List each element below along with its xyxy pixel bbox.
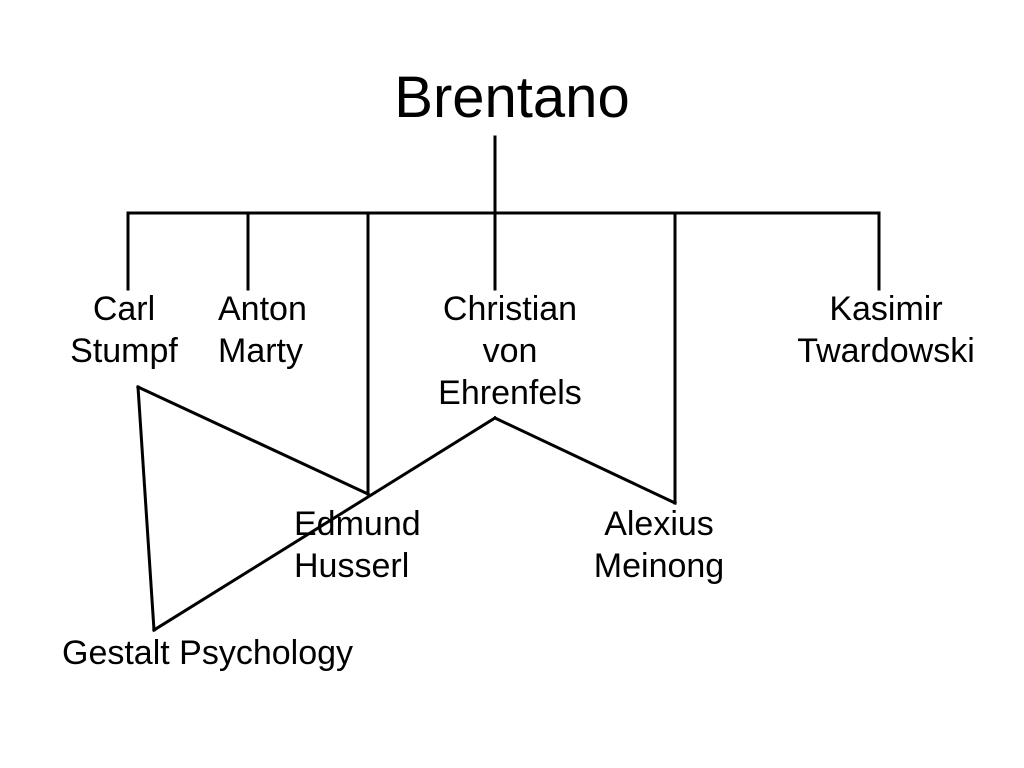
node-label-line: Stumpf — [70, 332, 178, 370]
node-label-line: Gestalt Psychology — [62, 634, 354, 672]
edge-stumpf-gestalt — [136, 385, 156, 632]
node-brentano: Brentano — [362, 64, 662, 132]
node-kasimir-twardowski: Kasimir Twardowski — [776, 288, 996, 372]
node-brentano-label: Brentano — [394, 65, 630, 130]
node-anton-marty: Anton Marty — [218, 288, 328, 372]
node-label-line: Kasimir — [829, 290, 943, 328]
node-gestalt-psychology: Gestalt Psychology — [62, 632, 422, 674]
node-label-line: Anton — [218, 290, 307, 328]
node-label-line: Marty — [218, 332, 303, 370]
node-christian-von-ehrenfels: Christian von Ehrenfels — [404, 288, 616, 414]
node-label-line: Alexius — [604, 505, 714, 543]
node-label-line: Carl — [92, 290, 156, 328]
node-label-line: Christian — [442, 290, 578, 328]
node-label-line: Twardowski — [797, 332, 975, 370]
edge-ehrenfels-gestalt — [151, 415, 498, 633]
node-alexius-meinong: Alexius Meinong — [572, 503, 746, 587]
node-label-line: Ehrenfels — [438, 374, 582, 412]
node-carl-stumpf: Carl Stumpf — [54, 288, 194, 372]
node-label-line: Edmund — [294, 505, 421, 543]
node-edmund-husserl: Edmund Husserl — [294, 503, 464, 587]
edge-ehrenfels-meinong — [493, 416, 677, 505]
edge-stumpf-husserl — [136, 385, 370, 496]
node-label-line: Meinong — [593, 547, 725, 585]
node-label-line: von — [482, 332, 538, 370]
node-label-line: Husserl — [294, 547, 410, 585]
